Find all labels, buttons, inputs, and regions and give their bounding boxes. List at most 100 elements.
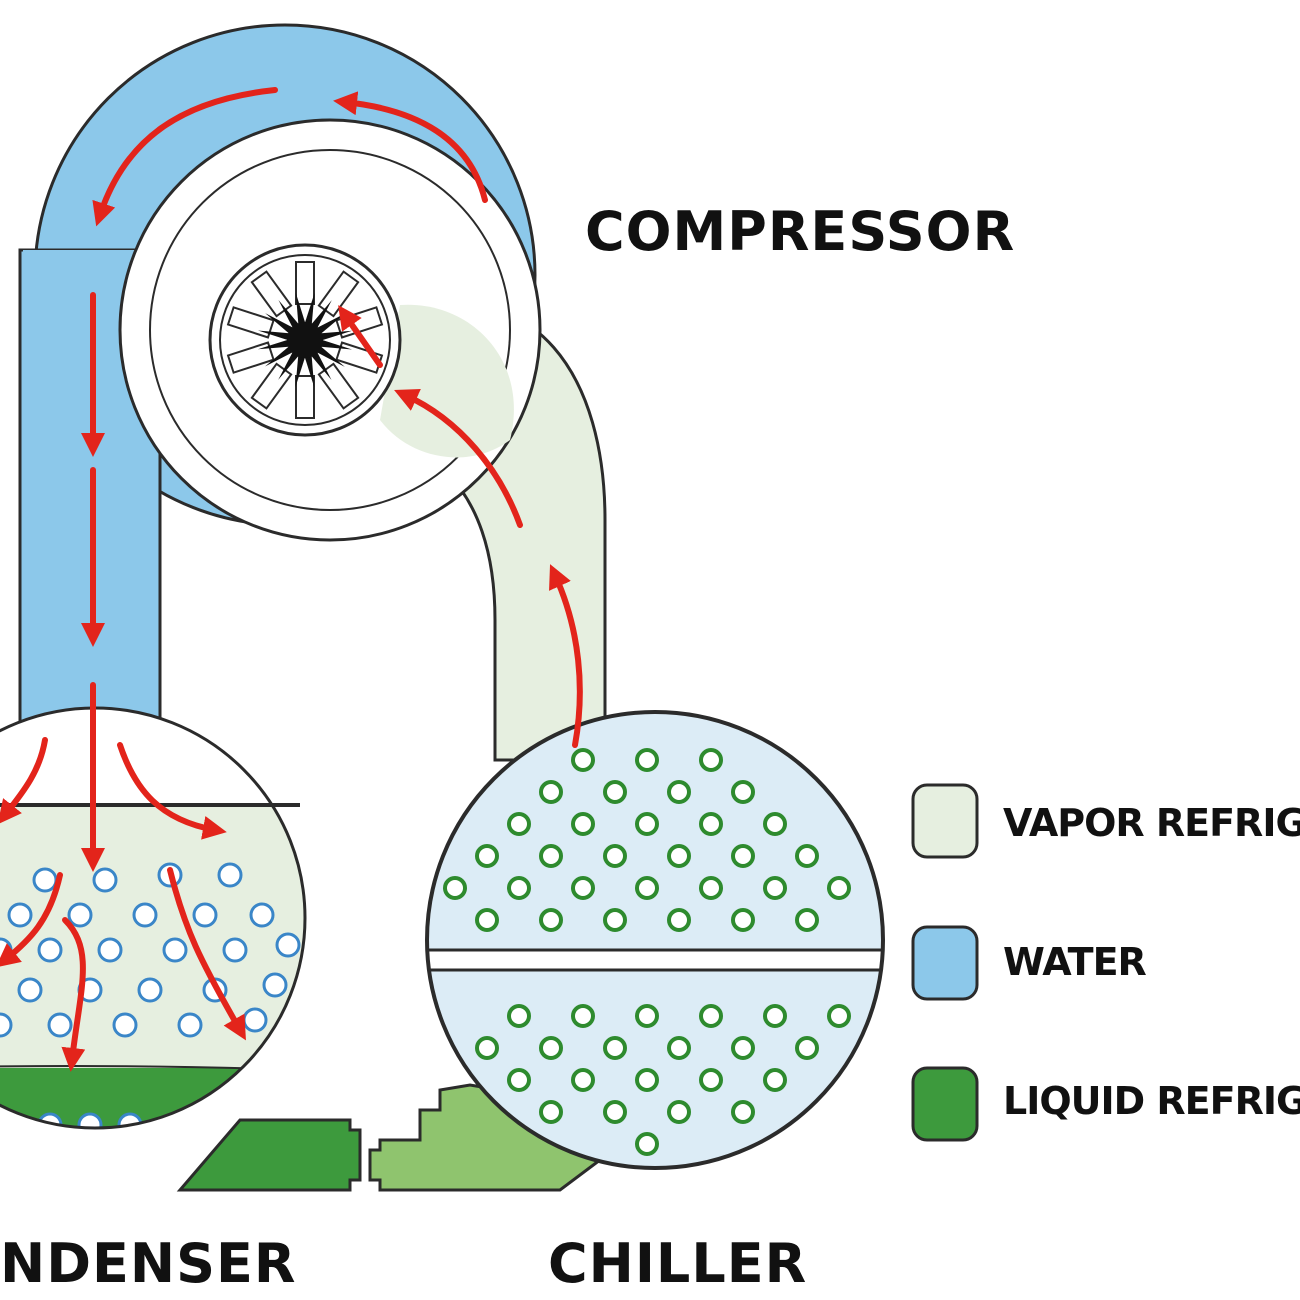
tube-circle-icon bbox=[795, 1036, 819, 1060]
tube-circle-icon bbox=[242, 1007, 268, 1033]
tube-circle-icon bbox=[99, 1144, 121, 1166]
tube-circle-icon bbox=[571, 1004, 595, 1028]
tube-circle-icon bbox=[507, 876, 531, 900]
tube-circle-icon bbox=[731, 780, 755, 804]
tube-circle-icon bbox=[37, 937, 63, 963]
tube-circle-icon bbox=[217, 862, 243, 888]
chiller-label: CHILLER bbox=[548, 1232, 807, 1295]
tube-circle-icon bbox=[7, 902, 33, 928]
legend-swatch-vapor bbox=[911, 783, 979, 859]
tube-circle-icon bbox=[699, 812, 723, 836]
tube-circle-icon bbox=[507, 1004, 531, 1028]
flow-arrow-icon bbox=[167, 867, 246, 1041]
tube-circle-icon bbox=[635, 1132, 659, 1156]
tube-circle-icon bbox=[507, 1068, 531, 1092]
tube-circle-icon bbox=[47, 1012, 73, 1038]
tube-circle-icon bbox=[539, 780, 563, 804]
tube-circle-icon bbox=[92, 867, 118, 893]
tube-circle-icon bbox=[0, 1012, 13, 1038]
tube-circle-icon bbox=[667, 1100, 691, 1124]
tube-circle-icon bbox=[795, 844, 819, 868]
tube-circle-icon bbox=[603, 780, 627, 804]
tube-circle-icon bbox=[795, 908, 819, 932]
tube-circle-icon bbox=[603, 844, 627, 868]
tube-circle-icon bbox=[137, 977, 163, 1003]
tube-circle-icon bbox=[275, 932, 301, 958]
tube-circle-icon bbox=[475, 1036, 499, 1060]
tube-circle-icon bbox=[475, 844, 499, 868]
flow-arrow-icon bbox=[333, 91, 488, 203]
tube-circle-icon bbox=[635, 748, 659, 772]
tube-circle-icon bbox=[571, 812, 595, 836]
tube-circle-icon bbox=[731, 844, 755, 868]
tube-circle-icon bbox=[699, 748, 723, 772]
tube-circle-icon bbox=[222, 937, 248, 963]
legend: VAPOR REFRIGE WATER LIQUID REFRIGE bbox=[911, 783, 1300, 1142]
tube-circle-icon bbox=[539, 844, 563, 868]
tube-circle-icon bbox=[59, 1144, 81, 1166]
tube-circle-icon bbox=[32, 867, 58, 893]
tube-circle-icon bbox=[571, 748, 595, 772]
tube-circle-icon bbox=[177, 1012, 203, 1038]
flow-arrows bbox=[0, 87, 583, 1072]
tube-circle-icon bbox=[77, 1112, 103, 1128]
flow-arrow-icon bbox=[92, 87, 278, 227]
condenser bbox=[0, 706, 307, 1166]
tube-circle-icon bbox=[731, 1036, 755, 1060]
legend-label-vapor: VAPOR REFRIGE bbox=[1003, 801, 1300, 845]
tube-circle-icon bbox=[635, 812, 659, 836]
tube-circle-icon bbox=[262, 972, 288, 998]
tube-circle-icon bbox=[162, 937, 188, 963]
compressor bbox=[118, 118, 542, 542]
tube-circle-icon bbox=[667, 844, 691, 868]
tube-circle-icon bbox=[635, 876, 659, 900]
legend-label-water: WATER bbox=[1003, 940, 1147, 984]
tube-circle-icon bbox=[827, 1004, 851, 1028]
tube-circle-icon bbox=[603, 1100, 627, 1124]
flow-arrow-icon bbox=[0, 737, 48, 825]
tube-circle-icon bbox=[67, 902, 93, 928]
tube-circle-icon bbox=[539, 1036, 563, 1060]
tube-circle-icon bbox=[635, 1004, 659, 1028]
tube-circle-icon bbox=[763, 1004, 787, 1028]
tube-circle-icon bbox=[475, 908, 499, 932]
tube-circle-icon bbox=[539, 1100, 563, 1124]
tube-circle-icon bbox=[17, 977, 43, 1003]
tube-circle-icon bbox=[112, 1012, 138, 1038]
flow-arrow-icon bbox=[61, 917, 86, 1072]
legend-label-liquid: LIQUID REFRIGE bbox=[1003, 1079, 1300, 1123]
tube-circle-icon bbox=[763, 876, 787, 900]
tube-circle-icon bbox=[192, 902, 218, 928]
tube-circle-icon bbox=[667, 1036, 691, 1060]
tube-circle-icon bbox=[731, 1100, 755, 1124]
tube-circle-icon bbox=[507, 812, 531, 836]
tube-circle-icon bbox=[667, 908, 691, 932]
flow-arrow-icon bbox=[0, 872, 63, 968]
tube-circle-icon bbox=[603, 1036, 627, 1060]
tube-circle-icon bbox=[97, 937, 123, 963]
flow-arrow-icon bbox=[117, 742, 227, 840]
flow-arrow-icon bbox=[394, 389, 523, 528]
tube-circle-icon bbox=[763, 1068, 787, 1092]
chiller bbox=[425, 710, 885, 1170]
tube-circle-icon bbox=[603, 908, 627, 932]
tube-circle-icon bbox=[571, 876, 595, 900]
tube-circle-icon bbox=[132, 902, 158, 928]
tube-circle-icon bbox=[667, 780, 691, 804]
flow-arrow-icon bbox=[338, 305, 383, 368]
tube-circle-icon bbox=[699, 1068, 723, 1092]
legend-swatch-liquid bbox=[911, 1066, 979, 1142]
impeller-icon bbox=[226, 261, 384, 419]
tube-circle-icon bbox=[763, 812, 787, 836]
tube-circle-icon bbox=[249, 902, 275, 928]
tube-circle-icon bbox=[635, 1068, 659, 1092]
tube-circle-icon bbox=[443, 876, 467, 900]
tube-circle-icon bbox=[699, 1004, 723, 1028]
tube-circle-icon bbox=[699, 876, 723, 900]
tube-circle-icon bbox=[571, 1068, 595, 1092]
tube-circle-icon bbox=[731, 908, 755, 932]
tube-circle-icon bbox=[827, 876, 851, 900]
tube-circle-icon bbox=[539, 908, 563, 932]
legend-swatch-water bbox=[911, 925, 979, 1001]
